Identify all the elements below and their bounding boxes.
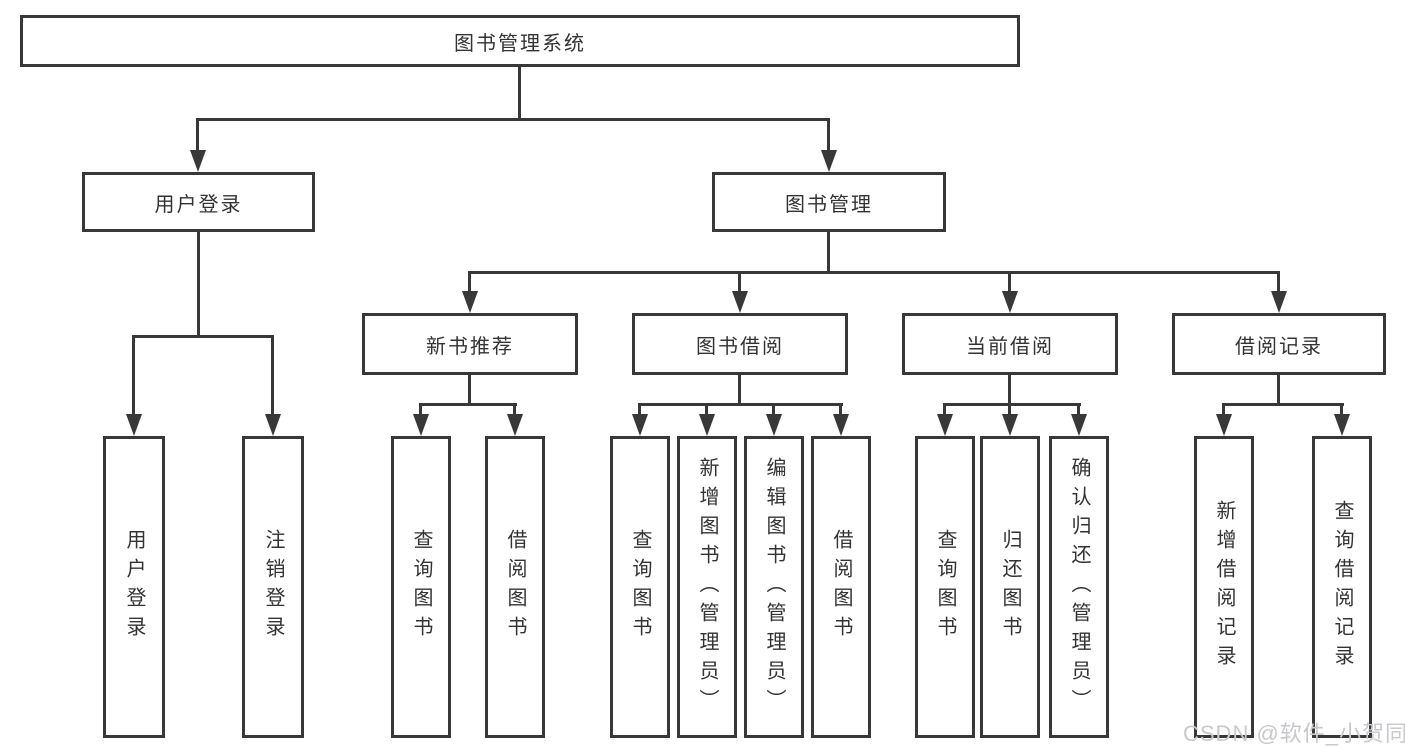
leaf-borrowing-add-books-admin: 新增图书（管理员） xyxy=(677,436,737,738)
arrow-down-icon xyxy=(937,414,953,436)
connector-line xyxy=(772,403,775,416)
csdn-watermark: CSDN @软件_小贺同学 xyxy=(1183,721,1405,746)
node-label: 当前借阅 xyxy=(966,335,1054,358)
connector-line xyxy=(196,118,199,152)
connector-line xyxy=(197,231,200,337)
connector-line xyxy=(196,118,830,121)
arrow-down-icon xyxy=(126,414,142,436)
connector-line xyxy=(1222,403,1344,406)
node-label: 注销登录 xyxy=(262,529,284,645)
leaf-recommend-query-books: 查询图书 xyxy=(391,436,451,738)
connector-line xyxy=(839,403,842,416)
node-label: 新增借阅记录 xyxy=(1213,500,1235,674)
node-label: 查询图书 xyxy=(410,529,432,645)
arrow-down-icon xyxy=(265,414,281,436)
node-label: 借阅图书 xyxy=(504,529,526,645)
connector-line xyxy=(1008,271,1011,293)
connector-line xyxy=(827,231,830,273)
connector-line xyxy=(271,335,274,415)
connector-line xyxy=(827,118,830,152)
node-borrow-records: 借阅记录 xyxy=(1172,313,1386,375)
arrow-down-icon xyxy=(1216,414,1232,436)
connector-line xyxy=(468,271,1280,274)
node-label: 确认归还（管理员） xyxy=(1068,456,1090,718)
connector-line xyxy=(943,403,946,416)
leaf-records-query-borrow-record: 查询借阅记录 xyxy=(1312,436,1372,738)
connector-line xyxy=(738,375,741,405)
node-label: 图书管理 xyxy=(785,193,873,216)
arrow-down-icon xyxy=(732,291,748,313)
arrow-down-icon xyxy=(190,150,206,172)
connector-line xyxy=(1077,403,1080,416)
connector-line xyxy=(1340,403,1343,416)
node-label: 归还图书 xyxy=(999,529,1021,645)
arrow-down-icon xyxy=(699,414,715,436)
connector-line xyxy=(638,403,843,406)
connector-line xyxy=(1222,403,1225,416)
connector-line xyxy=(132,335,274,338)
connector-line xyxy=(943,403,1081,406)
arrow-down-icon xyxy=(462,291,478,313)
connector-line xyxy=(468,271,471,293)
connector-line xyxy=(638,403,641,416)
connector-line xyxy=(518,66,521,121)
node-new-book-recommend: 新书推荐 xyxy=(362,313,578,375)
leaf-borrowing-edit-books-admin: 编辑图书（管理员） xyxy=(744,436,804,738)
leaf-current-query-books: 查询图书 xyxy=(915,436,975,738)
node-label: 借阅记录 xyxy=(1235,335,1323,358)
connector-line xyxy=(419,403,517,406)
node-label: 用户登录 xyxy=(154,193,243,216)
leaf-borrowing-query-books: 查询图书 xyxy=(610,436,670,738)
leaf-records-add-borrow-record: 新增借阅记录 xyxy=(1194,436,1254,738)
connector-line xyxy=(419,403,422,416)
arrow-down-icon xyxy=(1002,414,1018,436)
node-label: 借阅图书 xyxy=(830,529,852,645)
leaf-borrowing-borrow-books: 借阅图书 xyxy=(811,436,871,738)
arrow-down-icon xyxy=(1071,414,1087,436)
arrow-down-icon xyxy=(821,150,837,172)
leaf-user-login: 用户登录 xyxy=(103,436,165,738)
connector-line xyxy=(738,271,741,293)
node-label: 查询图书 xyxy=(934,529,956,645)
node-label: 查询图书 xyxy=(629,529,651,645)
node-label: 图书管理系统 xyxy=(454,32,586,55)
leaf-recommend-borrow-books: 借阅图书 xyxy=(485,436,545,738)
arrow-down-icon xyxy=(1271,291,1287,313)
connector-line xyxy=(1008,375,1011,405)
arrow-down-icon xyxy=(507,414,523,436)
arrow-down-icon xyxy=(1334,414,1350,436)
node-library-system-root: 图书管理系统 xyxy=(20,15,1020,67)
arrow-down-icon xyxy=(833,414,849,436)
leaf-current-return-books: 归还图书 xyxy=(980,436,1040,738)
node-book-management: 图书管理 xyxy=(712,172,946,232)
node-label: 图书借阅 xyxy=(696,335,784,358)
node-book-borrowing: 图书借阅 xyxy=(632,313,848,375)
node-current-borrowing: 当前借阅 xyxy=(902,313,1118,375)
connector-line xyxy=(1008,403,1011,416)
node-label: 用户登录 xyxy=(123,529,145,645)
arrow-down-icon xyxy=(632,414,648,436)
connector-line xyxy=(468,375,471,405)
arrow-down-icon xyxy=(766,414,782,436)
arrow-down-icon xyxy=(1002,291,1018,313)
connector-line xyxy=(1277,271,1280,293)
node-label: 查询借阅记录 xyxy=(1331,500,1353,674)
arrow-down-icon xyxy=(413,414,429,436)
node-label: 新增图书（管理员） xyxy=(696,456,718,718)
connector-line xyxy=(513,403,516,416)
connector-line xyxy=(1277,375,1280,405)
leaf-current-confirm-return-admin: 确认归还（管理员） xyxy=(1049,436,1109,738)
node-label: 编辑图书（管理员） xyxy=(763,456,785,718)
node-user-login: 用户登录 xyxy=(82,172,315,232)
connector-line xyxy=(705,403,708,416)
node-label: 新书推荐 xyxy=(426,335,514,358)
leaf-logout-login: 注销登录 xyxy=(242,436,304,738)
connector-line xyxy=(132,335,135,415)
